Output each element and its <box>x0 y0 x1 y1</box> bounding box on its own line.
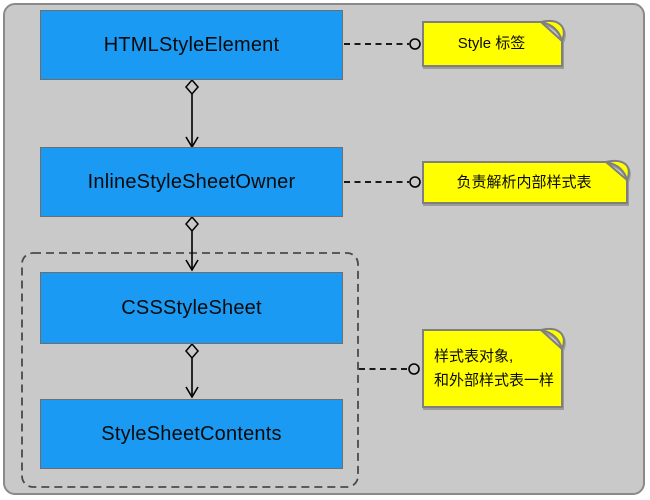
class-label: CSSStyleSheet <box>121 296 262 319</box>
class-label: StyleSheetContents <box>101 422 282 445</box>
note-shape-icon <box>422 160 630 204</box>
note-text-line: 和外部样式表一样 <box>434 371 555 389</box>
note-text-line: 样式表对象, <box>434 347 514 365</box>
note-inline-parse: 负责解析内部样式表 <box>422 160 632 205</box>
class-label: InlineStyleSheetOwner <box>87 170 296 193</box>
note-shape-icon <box>422 20 565 67</box>
class-node-css-style-sheet: CSSStyleSheet <box>40 272 343 344</box>
class-node-style-sheet-contents: StyleSheetContents <box>40 399 343 469</box>
note-text: 样式表对象, 和外部样式表一样 <box>422 328 561 409</box>
class-node-html-style-element: HTMLStyleElement <box>40 10 343 80</box>
note-text: Style 标签 <box>457 35 526 52</box>
note-style-tag: Style 标签 <box>422 20 567 68</box>
note-shape-icon <box>422 328 565 408</box>
class-label: HTMLStyleElement <box>103 33 280 56</box>
note-stylesheet-object: 样式表对象, 和外部样式表一样 <box>422 328 567 409</box>
class-node-inline-style-sheet-owner: InlineStyleSheetOwner <box>40 147 343 217</box>
note-text: 负责解析内部样式表 <box>456 173 592 191</box>
